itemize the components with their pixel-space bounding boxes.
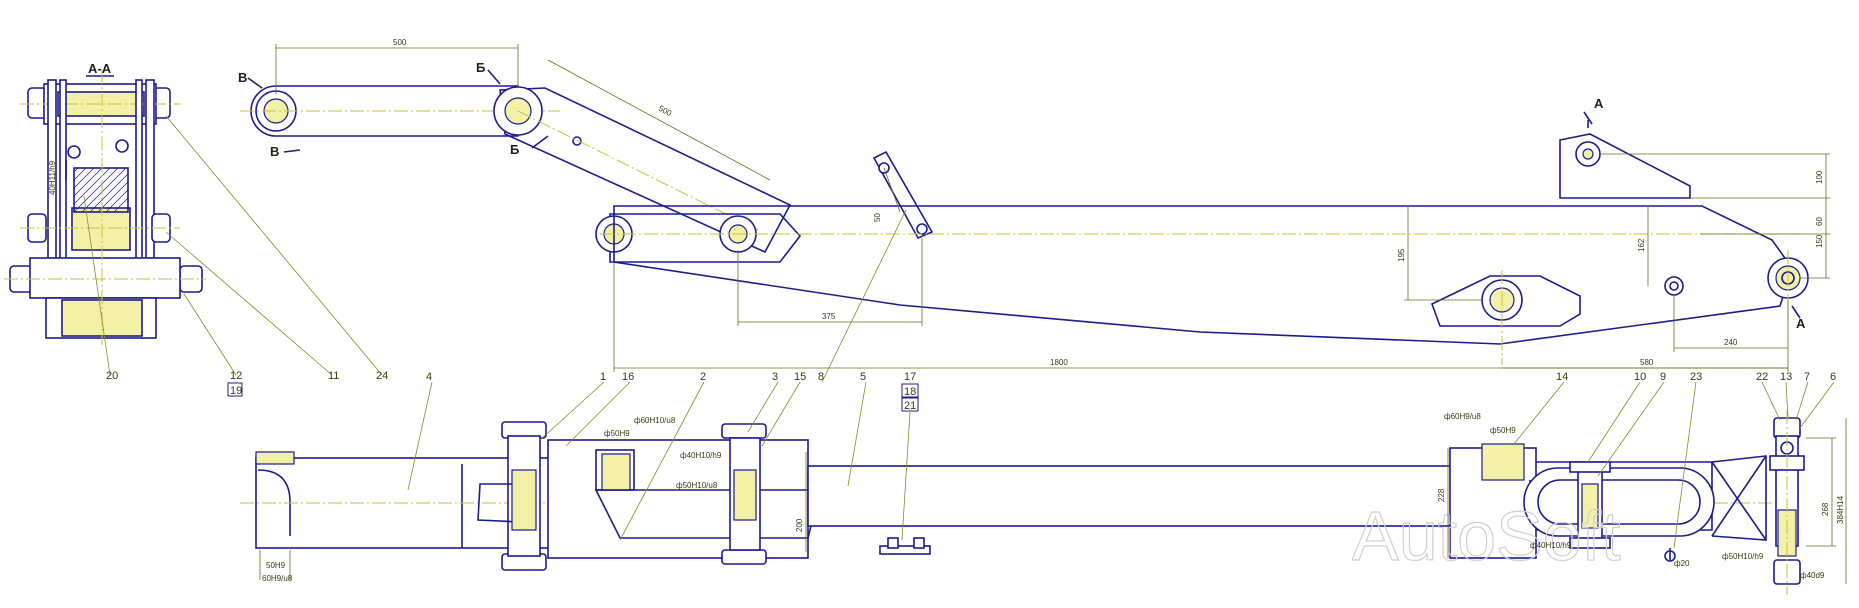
pos-7: 7 xyxy=(1804,371,1810,383)
mark-b-lower: Б xyxy=(510,142,519,157)
dim-f40-2: ф40Н10/h9 xyxy=(680,451,722,460)
dim-f60-2: ф60Н10/u8 xyxy=(634,416,676,425)
bottom-plan-view: AutoSoft 50Н9 60Н9/u8 ф50Н9 ф60Н10/u8 ф4… xyxy=(240,209,1847,595)
main-side-view: В В Б Б А А 500 500 50 375 1800 195 162 xyxy=(238,38,1830,372)
dim-150: 150 xyxy=(1815,234,1824,248)
dim-375: 375 xyxy=(822,312,836,321)
pos-20: 20 xyxy=(106,370,118,382)
pos-18: 18 xyxy=(904,386,916,398)
pos-12: 12 xyxy=(230,370,242,382)
dim-f40-right: ф40Н10/h9 xyxy=(1530,541,1572,550)
dim-50: 50 xyxy=(873,213,882,222)
mark-v-upper: В xyxy=(238,70,247,85)
dim-162: 162 xyxy=(1637,238,1646,252)
pos-15: 15 xyxy=(794,371,806,383)
pos-23: 23 xyxy=(1690,371,1702,383)
section-view-aa: А-А xyxy=(4,61,388,397)
dim-f50-right: ф50Н9 xyxy=(1490,426,1516,435)
dim-268: 268 xyxy=(1821,502,1830,516)
dim-384: 384Н14 xyxy=(1836,495,1845,524)
dim-f50-3: ф50Н10/u8 xyxy=(676,481,718,490)
pos-21: 21 xyxy=(904,400,916,412)
pos-22: 22 xyxy=(1756,371,1768,383)
dim-195: 195 xyxy=(1397,248,1406,262)
dim-240: 240 xyxy=(1724,338,1738,347)
pos-10: 10 xyxy=(1634,371,1646,383)
section-aa-title: А-А xyxy=(88,61,112,76)
pos-19: 19 xyxy=(230,385,242,397)
pos-8: 8 xyxy=(818,371,824,383)
dim-60h9-left: 60Н9/u8 xyxy=(262,574,293,583)
pos-11: 11 xyxy=(328,370,339,382)
pos-3: 3 xyxy=(772,371,778,383)
pos-16: 16 xyxy=(622,371,634,383)
mark-b-upper: Б xyxy=(476,60,485,75)
pos-4: 4 xyxy=(426,371,432,383)
pos-5: 5 xyxy=(860,371,866,383)
dim-f60-right: ф60Н9/u8 xyxy=(1444,412,1481,421)
dim-f20: ф20 xyxy=(1674,559,1690,568)
mark-v-lower: В xyxy=(270,144,279,159)
pos-1: 1 xyxy=(600,371,606,383)
pos-13: 13 xyxy=(1780,371,1792,383)
dim-40-aa: 40Н11/h9 xyxy=(48,160,57,195)
dim-1800: 1800 xyxy=(1050,358,1068,367)
pos-17: 17 xyxy=(904,371,916,383)
dim-f50-2: ф50Н9 xyxy=(604,429,630,438)
dim-50h9-left: 50Н9 xyxy=(266,561,286,570)
dim-580: 580 xyxy=(1640,358,1654,367)
watermark: AutoSoft xyxy=(1352,497,1621,575)
dim-f40-far: ф40d9 xyxy=(1800,571,1825,580)
dim-228: 228 xyxy=(1437,488,1446,502)
pos-6: 6 xyxy=(1830,371,1836,383)
dim-100: 100 xyxy=(1815,170,1824,184)
pos-14: 14 xyxy=(1556,371,1568,383)
pos-24: 24 xyxy=(376,370,388,382)
dim-60: 60 xyxy=(1815,217,1824,226)
pos-2: 2 xyxy=(700,371,706,383)
dim-200: 200 xyxy=(795,518,804,532)
pos-9: 9 xyxy=(1660,371,1666,383)
dim-500-top: 500 xyxy=(393,38,407,47)
mark-a-lower: А xyxy=(1796,316,1806,331)
mark-a-upper: А xyxy=(1594,96,1604,111)
dim-f50-far: ф50Н10/h9 xyxy=(1722,552,1764,561)
dim-500-diag: 500 xyxy=(657,104,673,118)
